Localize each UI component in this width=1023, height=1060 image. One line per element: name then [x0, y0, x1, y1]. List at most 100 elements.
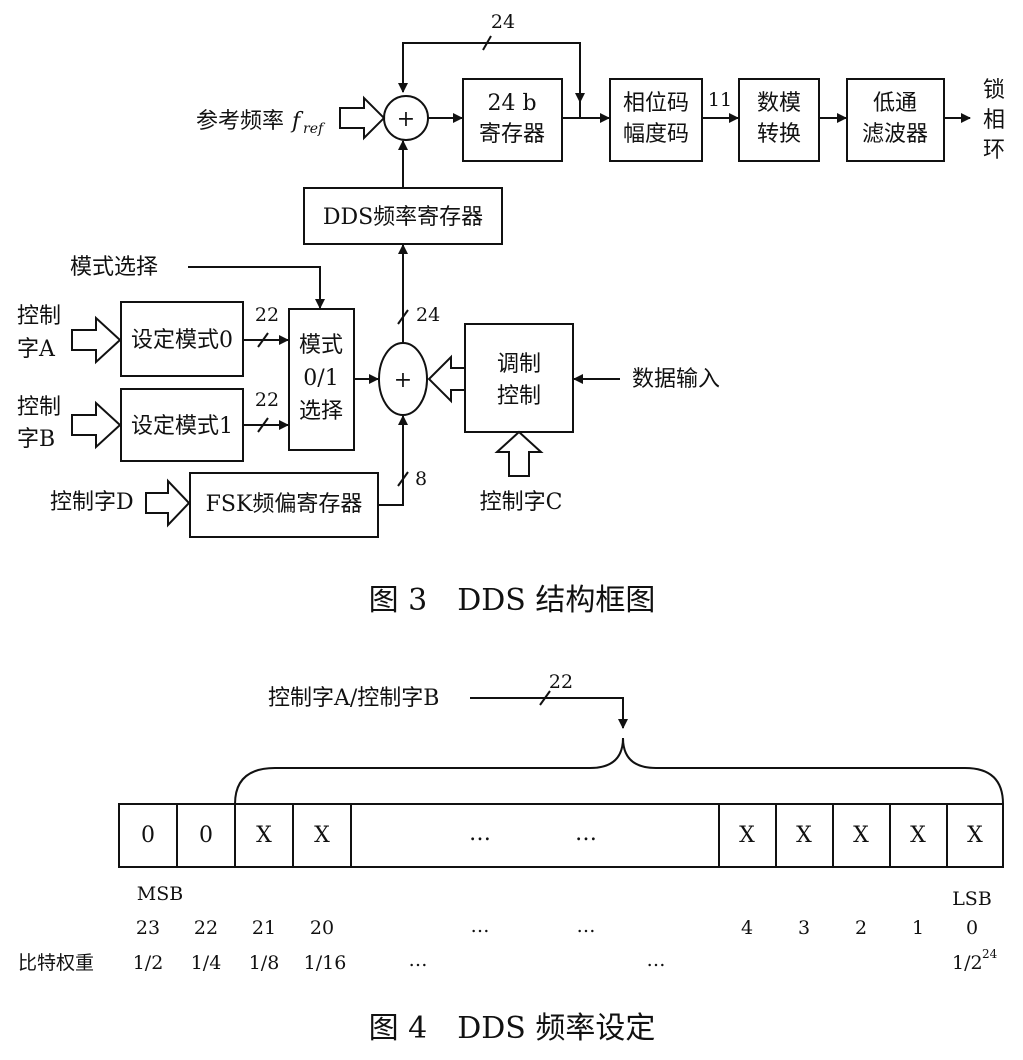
fig4-cell-bit2: X [853, 823, 869, 848]
ref-frequency-label: 参考频率 f ref [196, 109, 326, 137]
fig4-weight: 1/4 [191, 952, 222, 974]
reg24-box [462, 78, 563, 162]
dac-line1: 数模 [757, 91, 801, 116]
lpf-box [846, 78, 945, 162]
fsk-slash [397, 471, 409, 487]
sum-out-slash [397, 309, 409, 325]
mode-select-line3: 选择 [299, 399, 343, 424]
fig4-lsb-label: LSB [952, 888, 992, 910]
ctrlA-hollow-arrow [71, 315, 122, 365]
lpf-line1: 低通 [873, 91, 917, 116]
figure-4-caption: 图 4 DDS 频率设定 [369, 1011, 656, 1046]
fig4-bitnum: 21 [252, 917, 276, 939]
mode-select-line [188, 266, 325, 309]
fig4-bitnum: 1 [912, 917, 924, 939]
fig4-bitnum: 0 [966, 917, 978, 939]
fig4-cell-ellipsis: … [575, 821, 597, 846]
pll-label-2: 相 [983, 108, 1005, 133]
fig4-weight-last: 1/2 [952, 952, 983, 974]
mod-control-box [464, 323, 574, 433]
ref-hollow-arrow [339, 95, 386, 141]
figure-4: 控制字A/控制字B 22 0 0 X X … … X X X X X MSB L… [18, 671, 1004, 1046]
ctrlD-hollow-arrow [145, 478, 191, 528]
mode1-label: 设定模式1 [131, 414, 233, 439]
fig4-weight: 1/2 [133, 952, 164, 974]
feedback-down-arrowhead [575, 93, 585, 103]
feedback-width: 24 [491, 11, 515, 33]
sum-out-width: 24 [416, 304, 440, 326]
fig4-bitnum: 2 [855, 917, 867, 939]
fig4-bitnum: 4 [741, 917, 753, 939]
fig4-bitnum: 3 [798, 917, 810, 939]
ctrlA-label-2: 字A [17, 337, 56, 362]
fig4-bitnum-ellipsis: … [471, 915, 490, 937]
fsk-to-adder-line [378, 415, 408, 506]
fig4-bitnum: 20 [310, 917, 334, 939]
mode0-width: 22 [255, 304, 279, 326]
dac-line2: 转换 [757, 122, 801, 147]
feedback-line [398, 42, 581, 118]
mode1-slash [257, 417, 269, 433]
fsk-reg-box [189, 472, 379, 538]
ctrlB-label-2: 字B [17, 427, 55, 452]
fig4-weight-label: 比特权重 [18, 952, 94, 974]
fig4-weight-ellipsis: … [409, 949, 428, 971]
dds-freq-reg-box [303, 187, 503, 245]
fig4-cell-bit1: X [910, 823, 926, 848]
reg24-line2: 寄存器 [479, 122, 545, 147]
pll-label-1: 锁 [983, 78, 1005, 103]
fig4-weight-last-exponent: 24 [982, 947, 998, 961]
mode-select-line1: 模式 [299, 333, 343, 358]
top-adder-plus: + [397, 107, 415, 132]
fig4-cell-bit21: X [256, 823, 272, 848]
phase-amp-line1: 相位码 [623, 91, 689, 116]
lower-adder-plus: + [394, 368, 412, 393]
mod-to-adder-hollow-arrow [427, 354, 466, 404]
ref-frequency-subscript: ref [303, 121, 326, 137]
fig4-cell-bit4: X [739, 823, 755, 848]
dds-freq-reg-label: DDS频率寄存器 [323, 205, 483, 230]
fig4-bus-width: 22 [549, 671, 573, 693]
fig4-msb-label: MSB [137, 883, 183, 905]
phase-amp-line2: 幅度码 [623, 122, 689, 147]
mod-control-line2: 控制 [497, 384, 541, 409]
mode-select-line2: 0/1 [303, 366, 338, 391]
reg24-line1: 24 b [487, 91, 536, 116]
figure-3-caption: 图 3 DDS 结构框图 [369, 583, 656, 618]
mode-select-label: 模式选择 [70, 255, 158, 280]
ctrlA-label-1: 控制 [17, 304, 61, 329]
mode1-box [120, 388, 244, 462]
fig4-weight-ellipsis: … [647, 949, 666, 971]
fig4-cell-bit3: X [796, 823, 812, 848]
fsk-reg-label: FSK频偏寄存器 [206, 492, 363, 517]
mode0-box [120, 301, 244, 377]
fig4-bitnum-ellipsis: … [577, 915, 596, 937]
mode-select-box [288, 308, 355, 451]
dac-box [738, 78, 820, 162]
fig4-cell-bit20: X [314, 823, 330, 848]
fig4-cell-bit22: 0 [199, 823, 213, 848]
fig4-cell-bit0: X [967, 823, 983, 848]
fig4-brace [234, 737, 1004, 805]
pll-label-3: 环 [983, 138, 1005, 163]
lpf-line2: 滤波器 [862, 122, 928, 147]
mod-control-line1: 调制 [497, 352, 541, 377]
phase-out-width: 11 [708, 89, 732, 111]
fig4-cell-bit23: 0 [141, 823, 155, 848]
phase-amp-box [609, 78, 703, 162]
fig4-register-frame [118, 803, 1004, 868]
ctrlC-label: 控制字C [480, 490, 563, 515]
fig4-input-label: 控制字A/控制字B [268, 686, 439, 711]
fig4-input-arrow [470, 697, 628, 729]
mode1-width: 22 [255, 389, 279, 411]
ctrlC-hollow-arrow [494, 430, 544, 477]
fsk-width: 8 [415, 468, 427, 490]
fig4-bitnum: 23 [136, 917, 160, 939]
fig4-input-slash [539, 690, 551, 706]
fig4-bitnum: 22 [194, 917, 218, 939]
ref-frequency-text: 参考频率 [196, 109, 284, 134]
ctrlD-label: 控制字D [50, 490, 134, 515]
ctrlB-hollow-arrow [71, 400, 122, 450]
